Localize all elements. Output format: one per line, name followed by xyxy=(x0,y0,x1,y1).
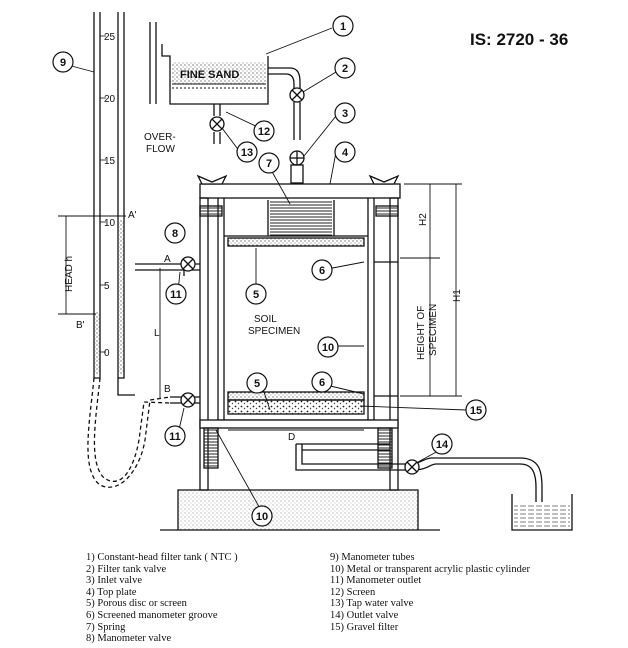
overflow-label-2: FLOW xyxy=(146,144,175,155)
legend-item-10: 10) Metal or transparent acrylic plastic… xyxy=(330,563,531,575)
soil-label-2: SPECIMEN xyxy=(248,326,300,337)
tap-water-valve xyxy=(209,116,225,132)
h1-label: H1 xyxy=(452,289,463,302)
legend-left: 1) Constant-head filter tank ( NTC ) 2) … xyxy=(86,552,238,645)
fine-sand-label: FINE SAND xyxy=(180,69,239,81)
length-l-label: L xyxy=(154,328,160,339)
scale-tick-25: 25 xyxy=(104,32,116,43)
callout-6b: 6 xyxy=(319,377,325,389)
legend-item-7: 7) Spring xyxy=(86,621,126,633)
scale-tick-20: 20 xyxy=(104,94,116,105)
scale-tick-10: 10 xyxy=(104,218,116,229)
callout-11a: 11 xyxy=(170,289,182,301)
cylinder xyxy=(199,197,399,491)
callout-11b: 11 xyxy=(169,431,181,443)
top-plate xyxy=(196,174,401,199)
callout-4: 4 xyxy=(342,147,349,159)
point-b-prime-label: B' xyxy=(76,320,85,331)
leader-lines xyxy=(63,27,467,513)
legend-item-4: 4) Top plate xyxy=(86,586,137,598)
callout-circles xyxy=(52,15,487,527)
legend-item-11: 11) Manometer outlet xyxy=(330,575,422,587)
standard-reference: IS: 2720 - 36 xyxy=(470,30,569,49)
manometer-outlet-a xyxy=(135,258,398,276)
spring xyxy=(267,200,335,236)
callout-12: 12 xyxy=(258,126,270,138)
diameter-d-label: D xyxy=(288,432,295,443)
legend-item-2: 2) Filter tank valve xyxy=(86,563,167,575)
inlet-valve xyxy=(289,150,305,184)
legend-item-15: 15) Gravel filter xyxy=(330,621,399,633)
legend-item-9: 9) Manometer tubes xyxy=(330,552,415,563)
scale-tick-0: 0 xyxy=(104,348,110,359)
callout-2: 2 xyxy=(342,63,348,75)
callout-10a: 10 xyxy=(322,342,334,354)
callout-5a: 5 xyxy=(253,289,259,301)
callout-7: 7 xyxy=(266,158,272,170)
filter-tank-valve xyxy=(289,87,305,140)
callout-15: 15 xyxy=(470,405,482,417)
point-b-label: B xyxy=(164,384,171,395)
height-label-1: HEIGHT OF xyxy=(416,306,427,360)
legend-item-13: 13) Tap water valve xyxy=(330,598,414,610)
legend-right: 9) Manometer tubes 10) Metal or transpar… xyxy=(330,552,530,633)
legend-item-3: 3) Inlet valve xyxy=(86,575,142,587)
point-a-label: A xyxy=(164,254,171,265)
callout-14: 14 xyxy=(436,439,449,451)
point-a-prime-label: A' xyxy=(128,210,137,221)
scale-tick-15: 15 xyxy=(104,156,116,167)
head-h-label: HEAD h xyxy=(64,256,75,292)
legend-item-8: 8) Manometer valve xyxy=(86,633,172,645)
legend-item-1: 1) Constant-head filter tank ( NTC ) xyxy=(86,552,238,563)
callout-10b: 10 xyxy=(256,511,268,523)
callout-5b: 5 xyxy=(254,378,260,390)
legend-item-14: 14) Outlet valve xyxy=(330,609,399,621)
callout-3: 3 xyxy=(342,108,348,120)
manometer-valve xyxy=(180,256,196,272)
scale-tick-5: 5 xyxy=(104,281,110,292)
callout-13: 13 xyxy=(241,147,253,159)
height-label-2: SPECIMEN xyxy=(428,304,439,356)
manometer-tubes xyxy=(87,12,171,488)
callout-9: 9 xyxy=(60,57,66,69)
h2-label: H2 xyxy=(418,213,429,226)
manometer-outlet-b xyxy=(170,392,398,408)
base-support xyxy=(160,489,440,531)
legend-item-6: 6) Screened manometer groove xyxy=(86,609,218,621)
callout-6a: 6 xyxy=(319,265,325,277)
soil-label-1: SOIL xyxy=(254,314,277,325)
callout-8: 8 xyxy=(172,228,178,240)
overflow-label-1: OVER- xyxy=(144,132,176,143)
constant-head-filter-tank xyxy=(149,22,301,144)
legend-item-12: 12) Screen xyxy=(330,586,376,598)
overflow-beaker xyxy=(511,494,573,531)
outlet-valve xyxy=(404,459,420,475)
legend-item-5: 5) Porous disc or screen xyxy=(86,598,187,610)
callout-1: 1 xyxy=(340,21,346,33)
dimension-lines xyxy=(58,183,462,431)
